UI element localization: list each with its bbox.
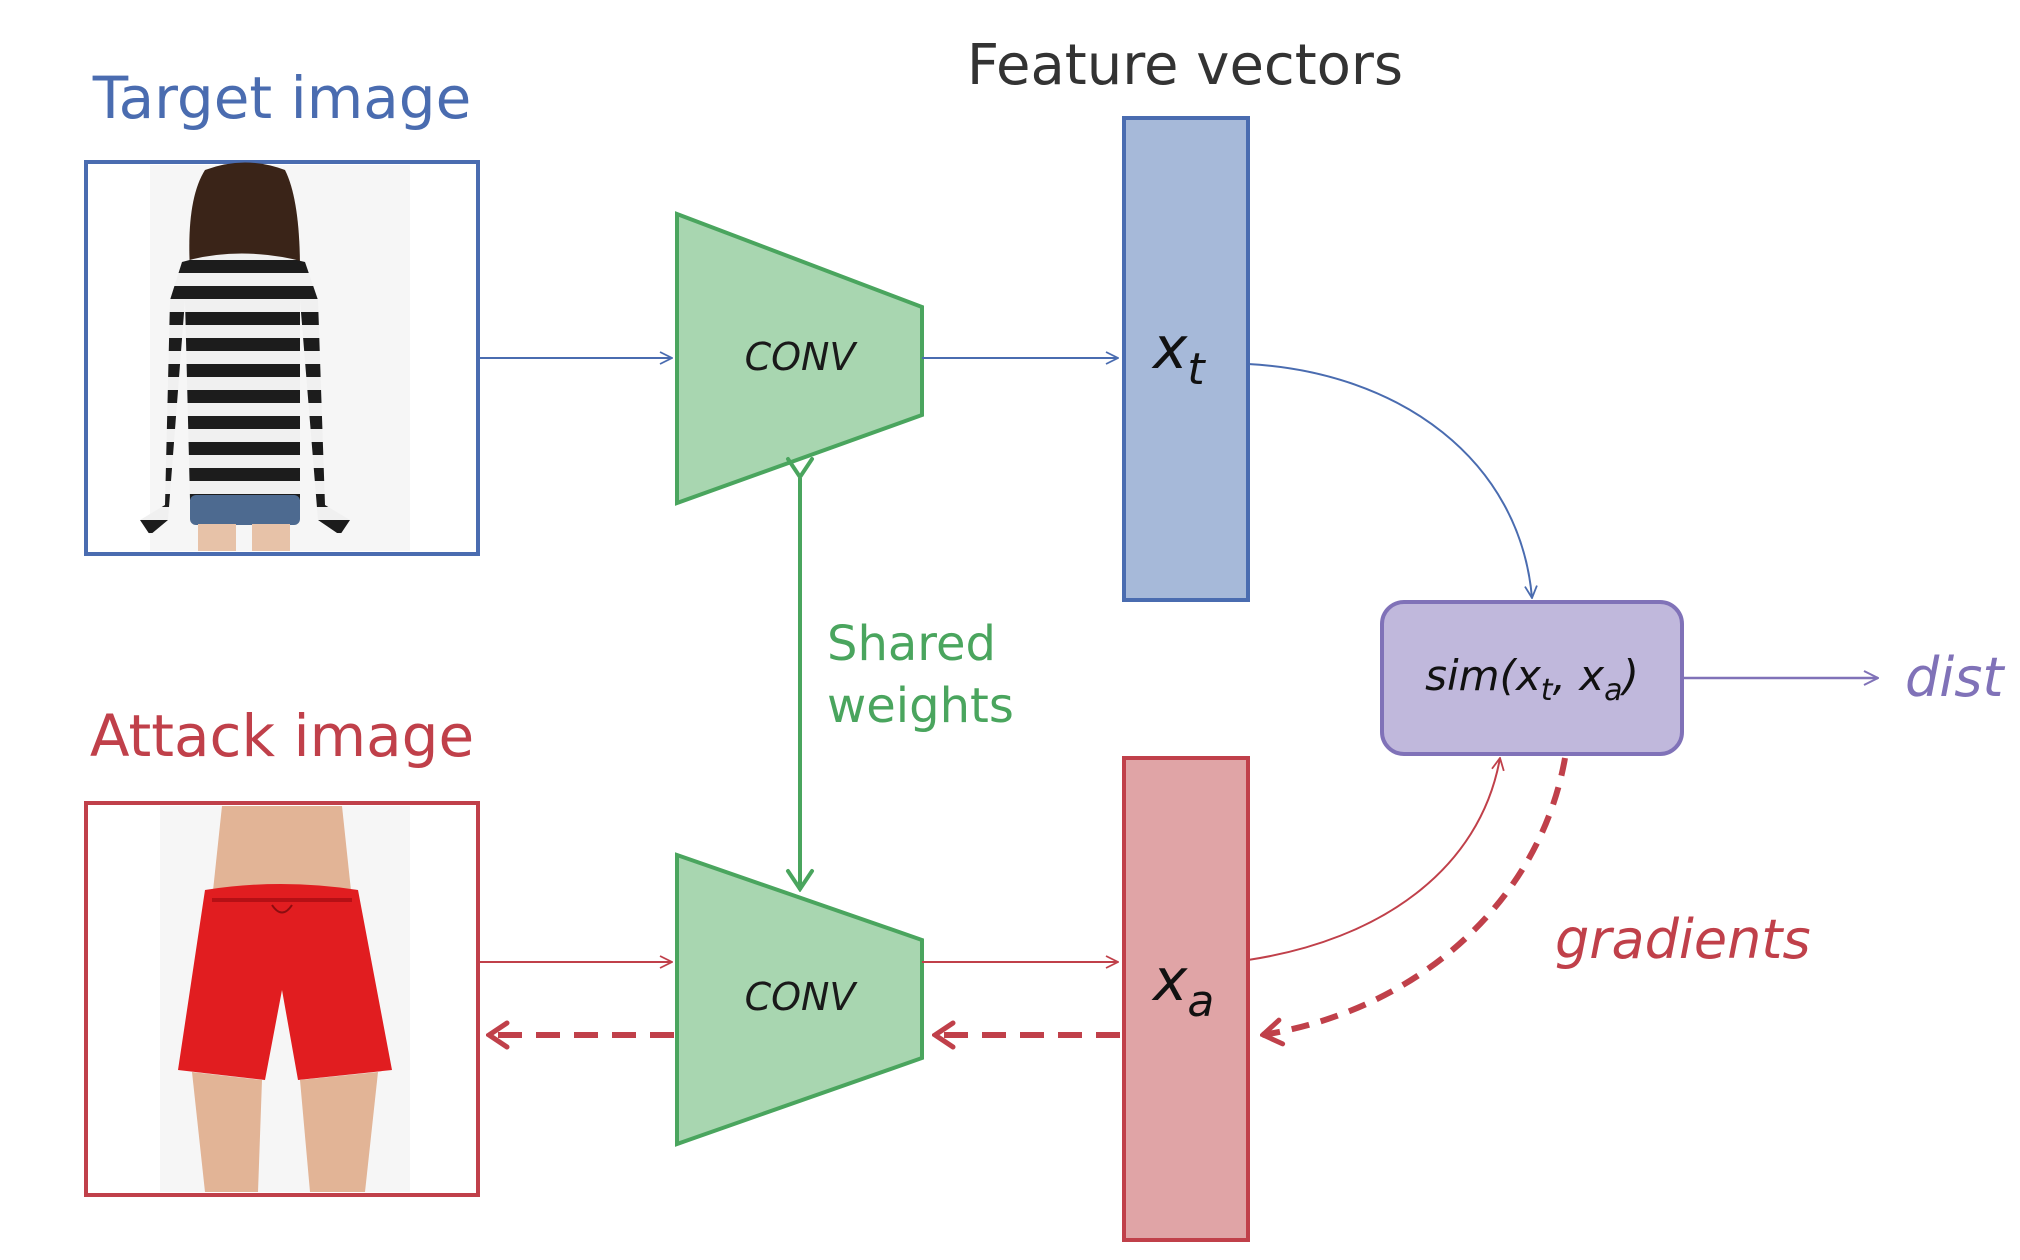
shared-weights-label: Shared weights — [827, 616, 1014, 734]
red-shorts-photo-icon — [178, 806, 392, 1192]
feature-vector-xt-label: xt — [1151, 314, 1206, 395]
target-image-heading: Target image — [92, 64, 472, 132]
conv-block-top — [675, 211, 924, 506]
feature-vector-xa-label: xa — [1151, 946, 1214, 1027]
similarity-label: sim(xt, xa) — [1425, 651, 1639, 708]
conv-block-bottom — [675, 852, 924, 1147]
gradients-label: gradients — [1555, 908, 1811, 971]
gradient-arrow-sim-to-xa — [1262, 757, 1568, 1035]
dist-label: dist — [1905, 646, 2005, 709]
attack-image-frame — [84, 801, 480, 1197]
arrow-xa-to-sim — [1247, 758, 1500, 961]
feature-vectors-heading: Feature vectors — [967, 33, 1403, 98]
arrow-xt-to-sim — [1247, 363, 1532, 598]
target-image-frame — [84, 160, 480, 556]
attack-image-heading: Attack image — [90, 702, 474, 770]
feature-vector-xa — [1122, 756, 1250, 1242]
striped-shirt-back-photo-icon — [140, 162, 350, 551]
conv-label-top: CONV — [745, 335, 859, 379]
feature-vector-xt — [1122, 116, 1250, 602]
conv-label-bottom: CONV — [745, 975, 859, 1019]
